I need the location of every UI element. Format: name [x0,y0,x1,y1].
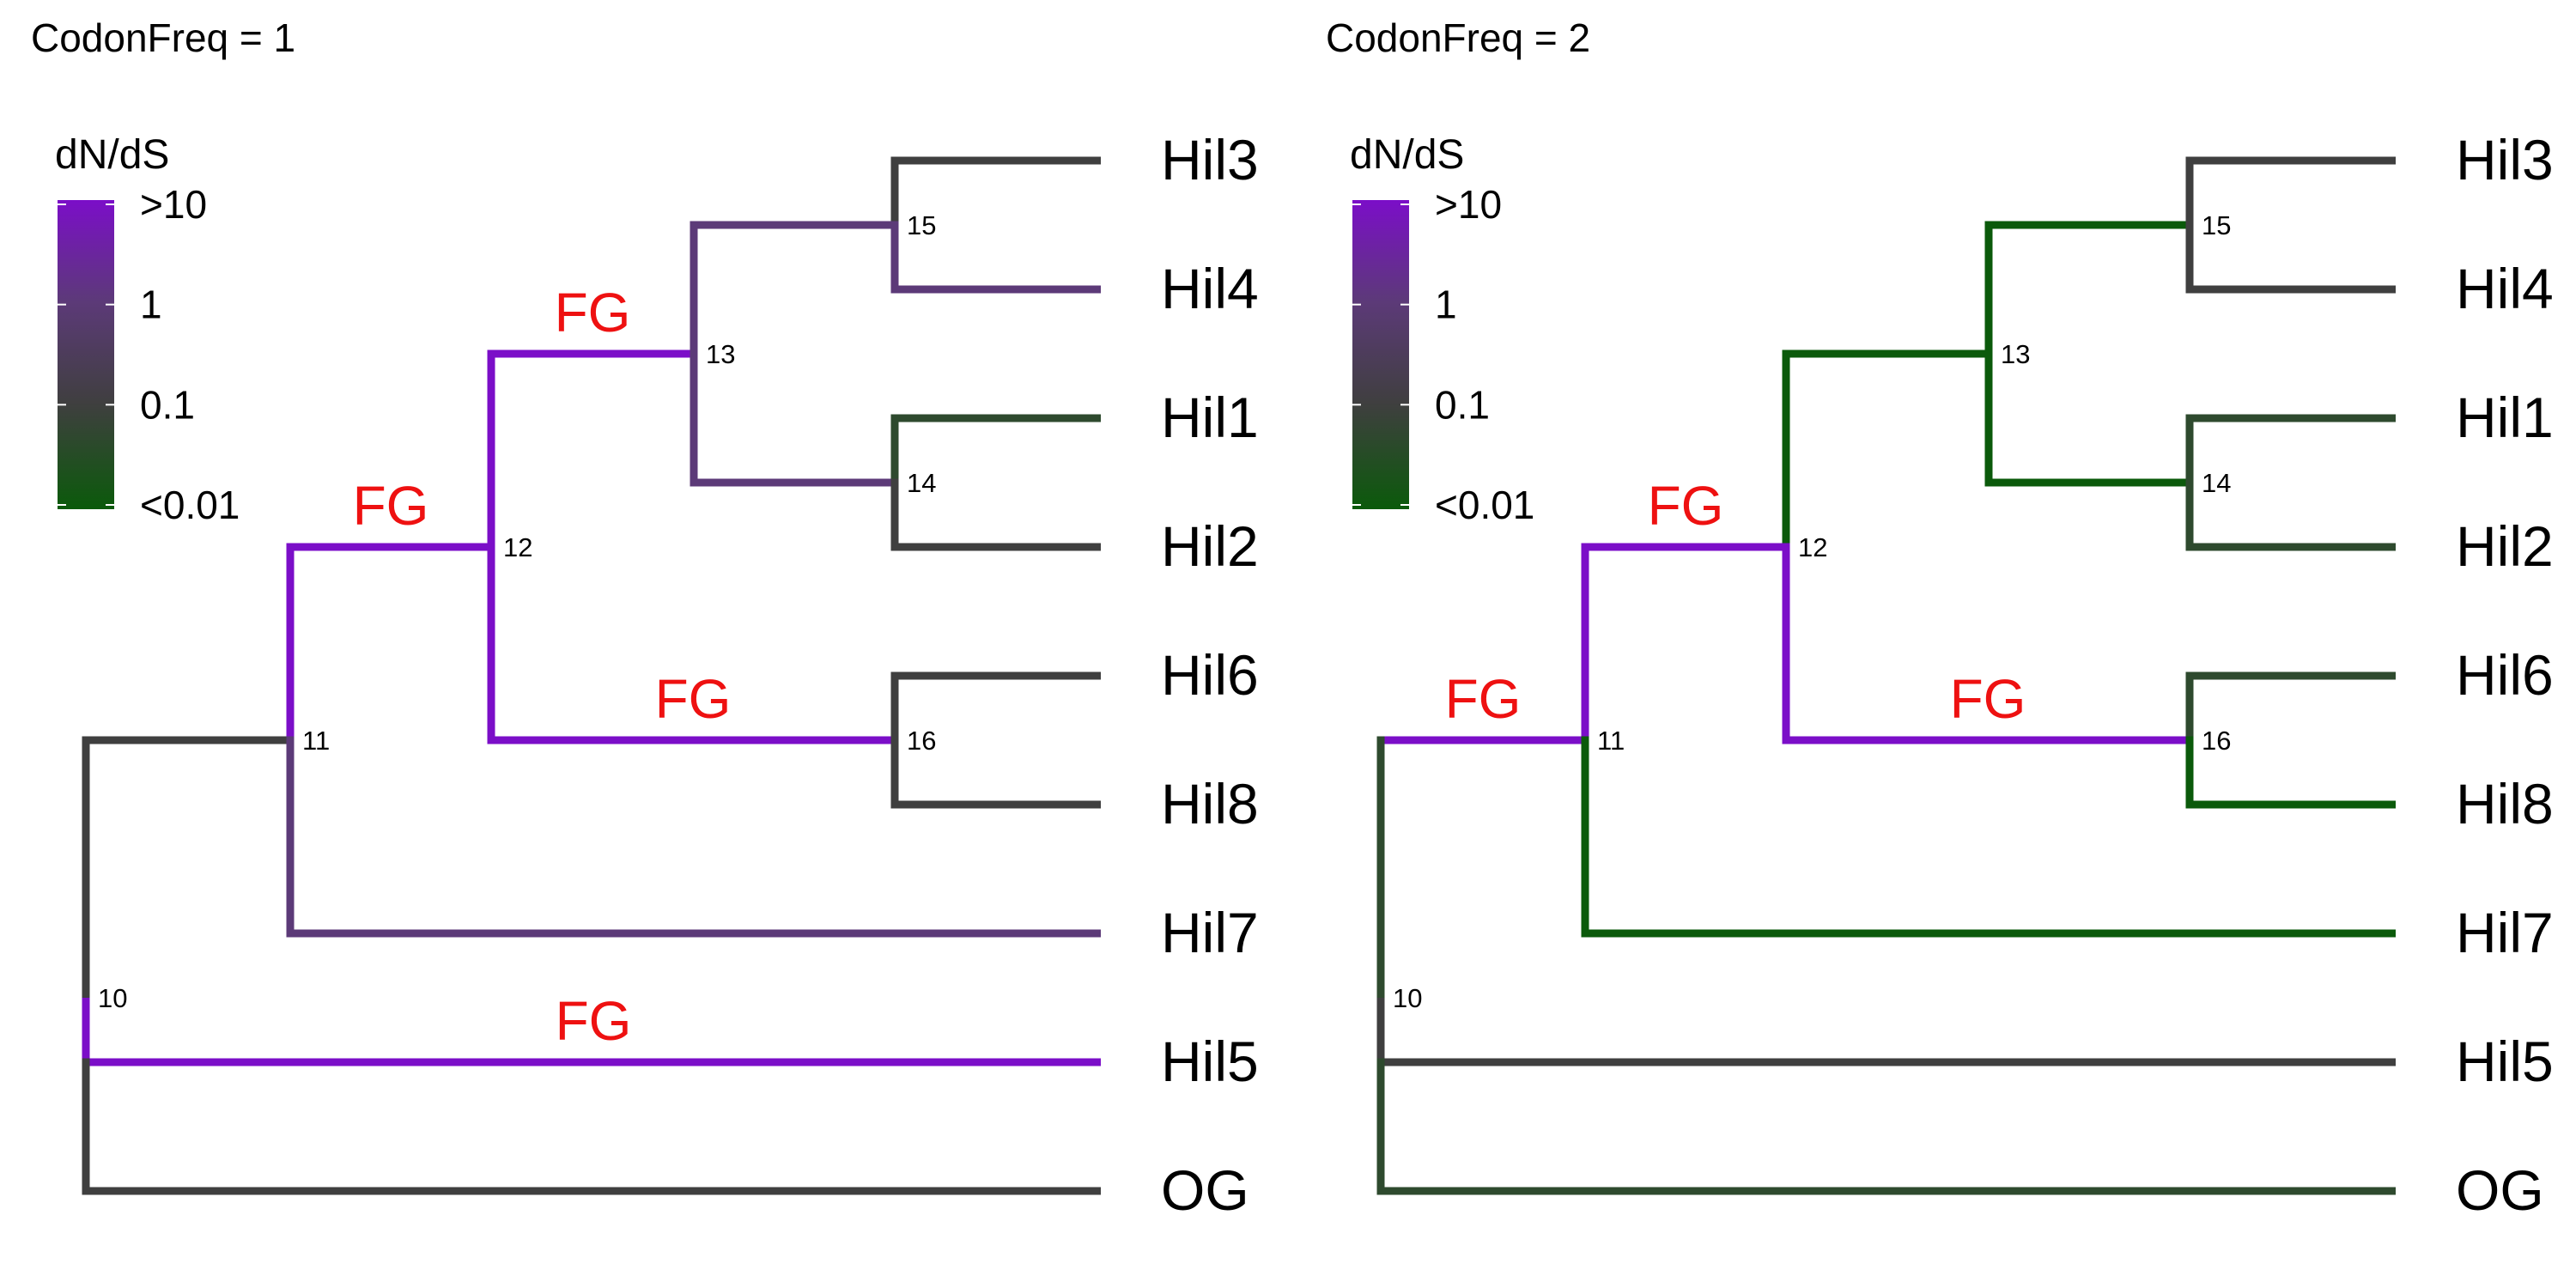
legend-label: >10 [1435,182,1502,227]
panel-title: CodonFreq = 1 [31,15,295,60]
node-label-14: 14 [2202,468,2231,498]
node-label-16: 16 [2202,726,2231,756]
legend-title: dN/dS [55,132,169,178]
fg-label-11: FG [1445,668,1522,730]
dnds-legend: dN/dS>10 1 0.1 <0.01 [1350,132,1534,527]
fg-label-16: FG [655,668,732,730]
tip-label-hil7: Hil7 [2456,901,2554,964]
tip-label-hil1: Hil1 [1161,386,1259,449]
node-label-10: 10 [98,983,127,1013]
node-label-10: 10 [1393,983,1422,1013]
node-label-13: 13 [706,339,735,369]
tip-label-hil2: Hil2 [1161,514,1259,578]
fg-label-12: FG [353,475,429,537]
node-label-12: 12 [1798,532,1827,562]
legend-label: >10 [140,182,207,227]
fg-label-16: FG [1950,668,2026,730]
tip-label-hil8: Hil8 [2456,772,2554,835]
tip-label-hil6: Hil6 [2456,643,2554,707]
fg-label-hil5: FG [556,990,632,1052]
tip-label-og: OG [2456,1158,2544,1222]
node-label-13: 13 [2001,339,2030,369]
tip-label-hil8: Hil8 [1161,772,1259,835]
tip-label-hil1: Hil1 [2456,386,2554,449]
tree-panel-1: CodonFreq = 1 dN/dS>10 1 0.1 <0.01 10 11 12 13 14… [31,15,1259,1222]
tree-panel-2: CodonFreq = 2 dN/dS>10 1 0.1 <0.01 10 11 12 13 14… [1326,15,2554,1222]
node-label-11: 11 [302,726,330,756]
tip-label-hil7: Hil7 [1161,901,1259,964]
fg-label-13: FG [555,282,631,343]
panel-title: CodonFreq = 2 [1326,15,1590,60]
legend-color-bar [58,200,114,509]
tip-label-hil3: Hil3 [2456,128,2554,191]
tip-label-hil6: Hil6 [1161,643,1259,707]
fg-label-12: FG [1648,475,1724,537]
node-label-14: 14 [907,468,936,498]
legend-label: 1 [140,283,162,327]
node-label-11: 11 [1597,726,1625,756]
legend-title: dN/dS [1350,132,1464,178]
tip-label-og: OG [1161,1158,1249,1222]
tip-label-hil4: Hil4 [2456,257,2554,320]
legend-label: <0.01 [140,483,240,527]
legend-label: 0.1 [1435,382,1490,427]
node-label-15: 15 [907,210,936,240]
legend-label: 1 [1435,283,1457,327]
tip-label-hil5: Hil5 [1161,1030,1259,1093]
tip-label-hil2: Hil2 [2456,514,2554,578]
dnds-legend: dN/dS>10 1 0.1 <0.01 [55,132,240,527]
node-label-12: 12 [503,532,532,562]
tip-label-hil5: Hil5 [2456,1030,2554,1093]
legend-label: 0.1 [140,382,195,427]
node-label-16: 16 [907,726,936,756]
legend-label: <0.01 [1435,483,1534,527]
legend-color-bar [1352,200,1409,509]
tip-label-hil3: Hil3 [1161,128,1259,191]
tip-label-hil4: Hil4 [1161,257,1259,320]
node-label-15: 15 [2202,210,2231,240]
